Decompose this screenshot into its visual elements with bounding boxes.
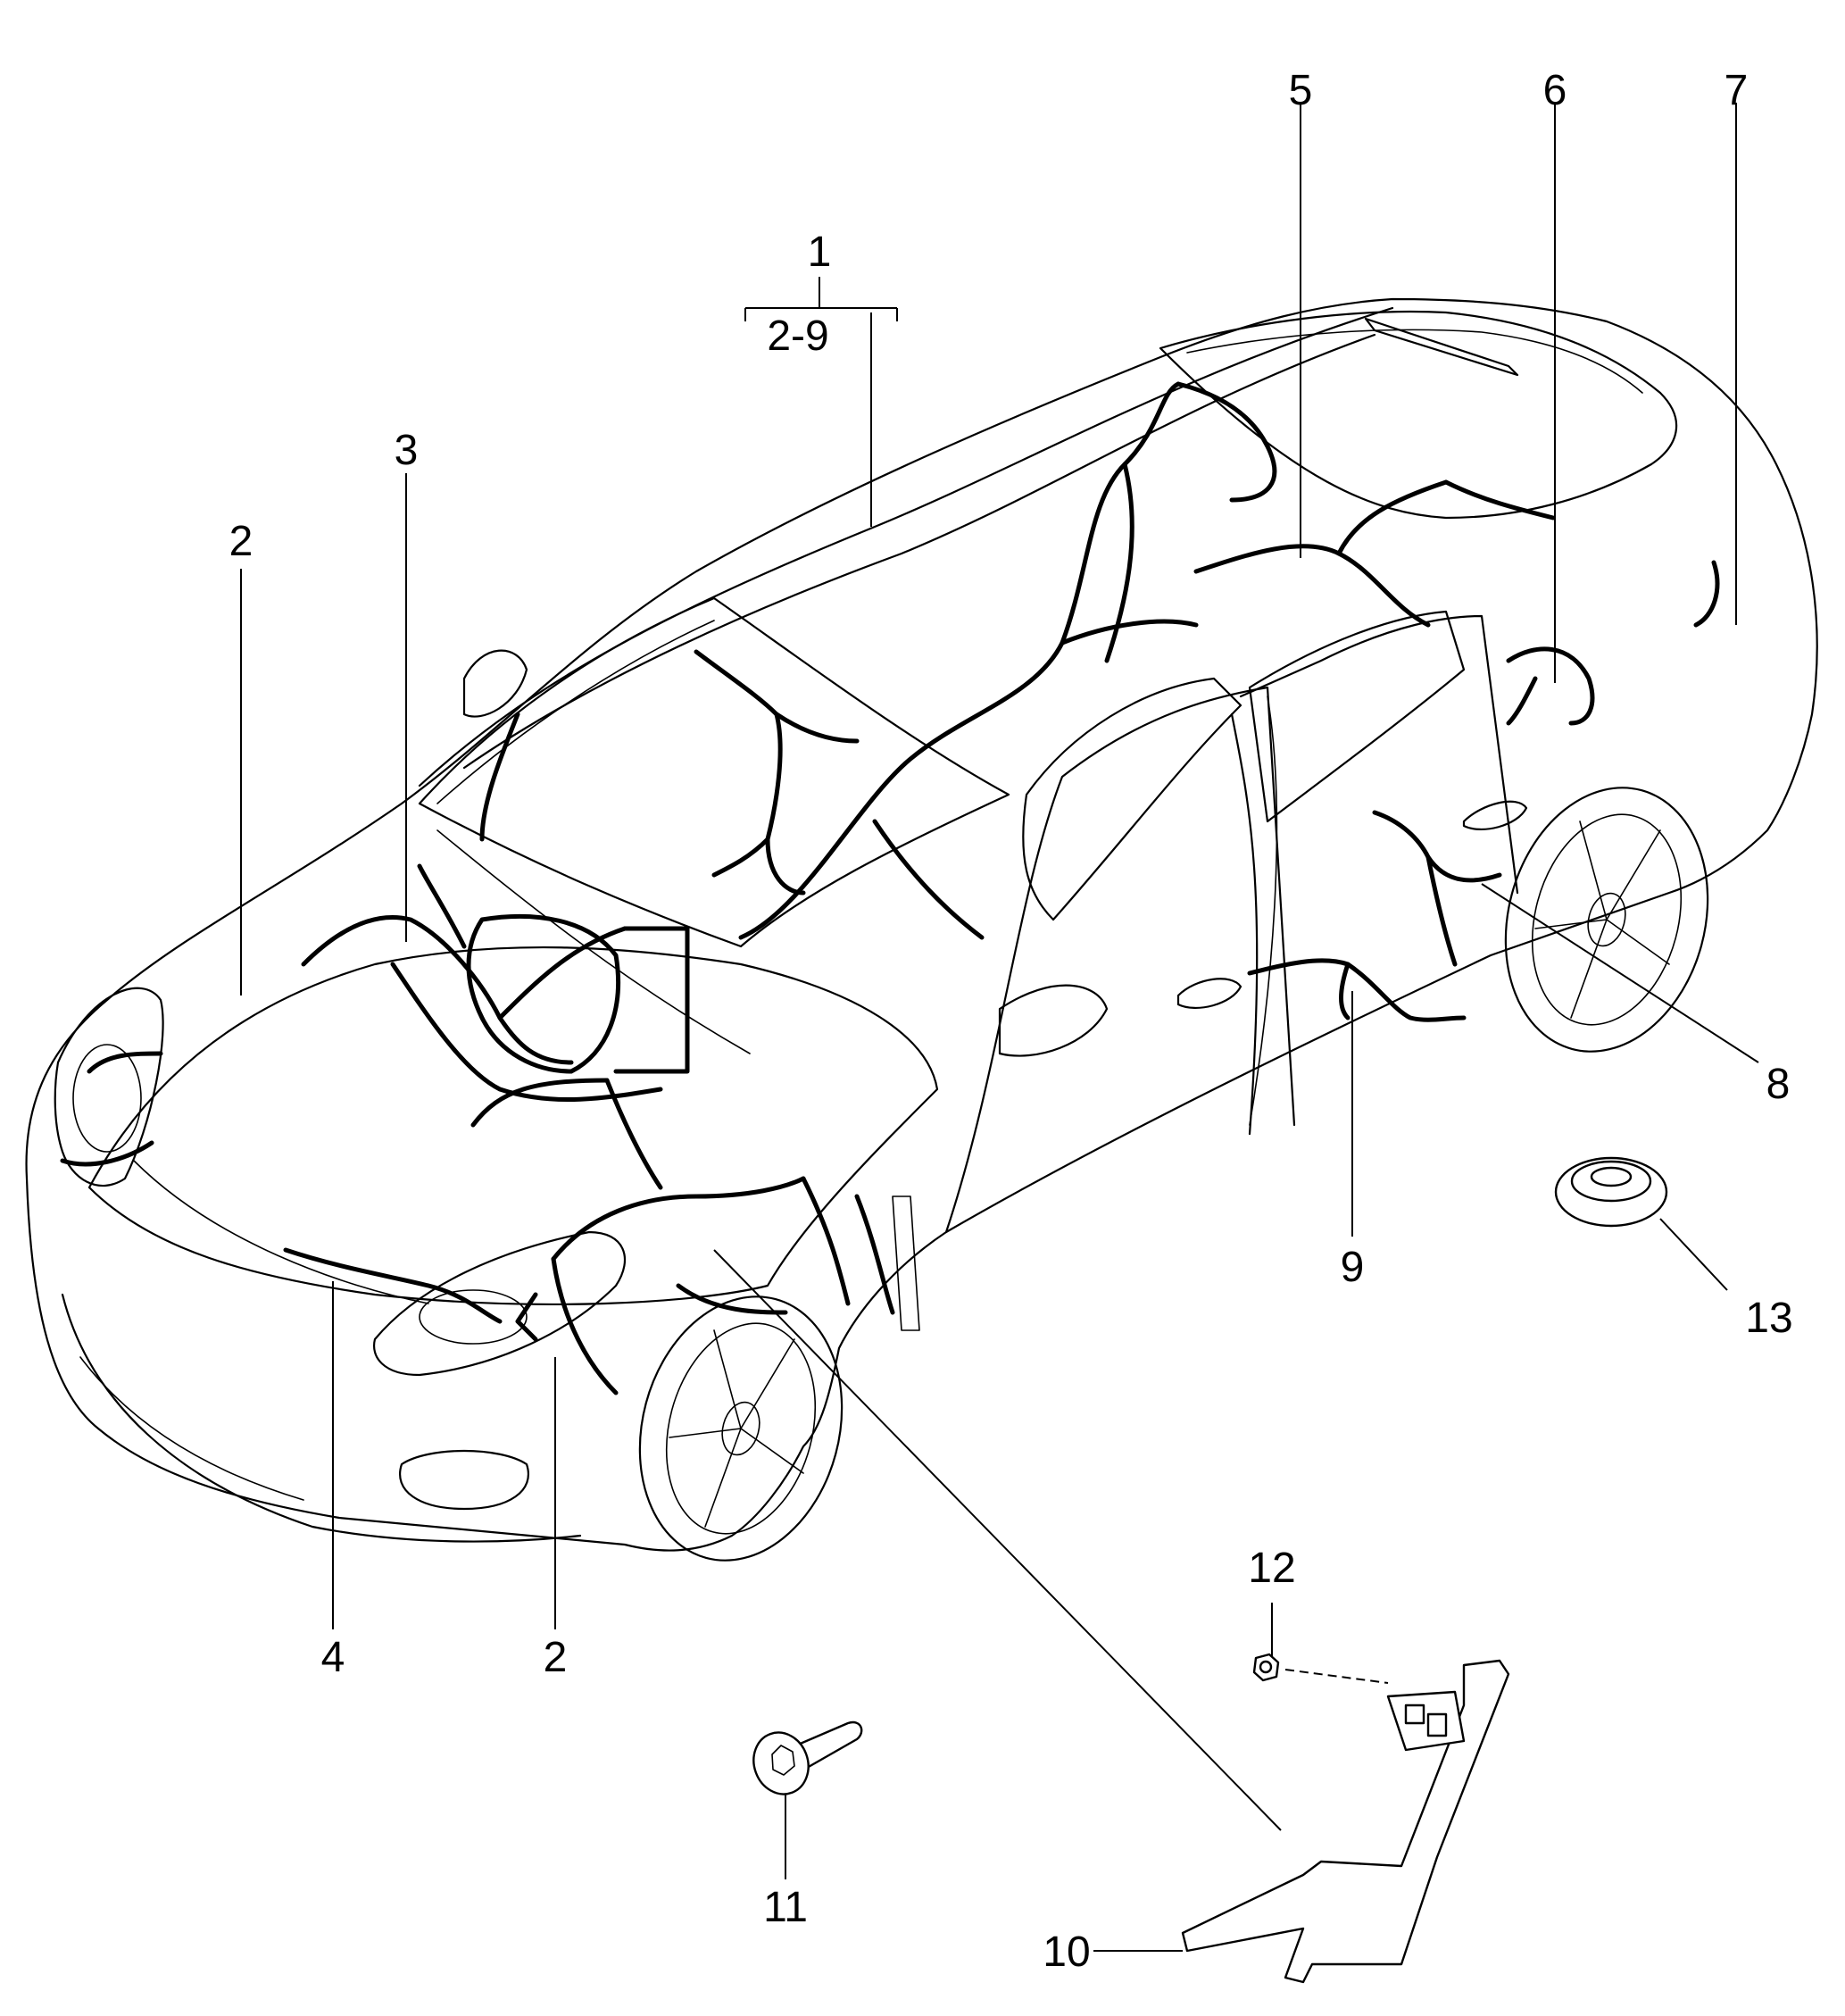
nut-part <box>1252 1653 1280 1682</box>
callout-2-upper: 2 <box>229 518 253 565</box>
callout-2-lower: 2 <box>544 1634 568 1681</box>
callout-10: 10 <box>1043 1929 1090 1976</box>
callout-1: 1 <box>808 229 832 276</box>
callout-11: 11 <box>763 1884 808 1931</box>
car-body-outline <box>25 297 1818 1562</box>
bracket-part <box>1181 1659 1510 1984</box>
callout-8: 8 <box>1766 1061 1791 1108</box>
wiring-harness-lines <box>60 381 1720 1395</box>
grommet-part <box>1554 1156 1668 1228</box>
callout-6: 6 <box>1543 67 1567 114</box>
callout-9: 9 <box>1341 1244 1365 1291</box>
leader-lines <box>240 103 1759 1952</box>
callout-5: 5 <box>1289 67 1313 114</box>
callout-labels: 1 2-9 2 3 4 2 5 6 7 8 9 10 11 12 13 <box>229 67 1793 1976</box>
callout-12: 12 <box>1248 1545 1295 1592</box>
callout-3: 3 <box>395 427 419 474</box>
bolt-part <box>752 1720 863 1795</box>
callout-4: 4 <box>321 1634 345 1681</box>
callout-2-9: 2-9 <box>767 312 828 360</box>
callout-13: 13 <box>1745 1295 1792 1342</box>
callout-7: 7 <box>1724 67 1749 114</box>
